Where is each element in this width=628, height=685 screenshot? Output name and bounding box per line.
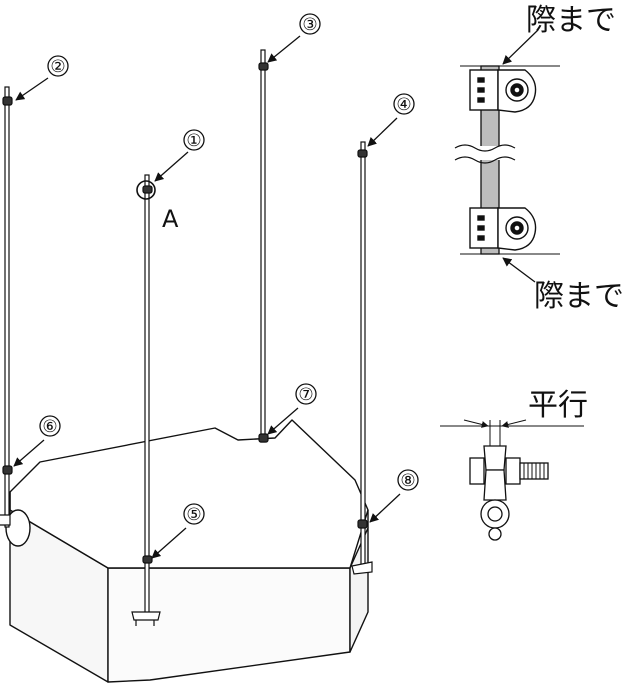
marker-8: ⑧ xyxy=(397,469,419,491)
marker-labels: ① ② ③ ④ ⑤ ⑥ ⑦ ⑧ xyxy=(39,13,419,525)
housing-box xyxy=(9,419,369,683)
marker-7-label: ⑦ xyxy=(298,385,313,405)
marker-1: ① xyxy=(183,129,205,151)
marker-4-label: ④ xyxy=(396,95,411,115)
detail-parallel-bolt: 平行 xyxy=(440,388,588,541)
marker-5: ⑤ xyxy=(183,503,205,525)
marker-7: ⑦ xyxy=(295,383,317,405)
marker-1-label: ① xyxy=(186,131,201,151)
detail-rod-clips: 際まで 際まで xyxy=(454,3,624,314)
rod-clips xyxy=(2,62,368,564)
rod-feet xyxy=(0,514,373,626)
parallel-label: 平行 xyxy=(528,388,588,423)
marker-2: ② xyxy=(47,55,69,77)
marker-arrows xyxy=(13,35,401,559)
marker-8-label: ⑧ xyxy=(400,471,415,491)
marker-3-label: ③ xyxy=(302,15,317,35)
highlight-circle-a xyxy=(136,180,156,200)
marker-5-label: ⑤ xyxy=(186,505,201,525)
marker-3: ③ xyxy=(299,13,321,35)
detail-clip-bottom xyxy=(469,207,537,251)
marker-6-label: ⑥ xyxy=(42,417,57,437)
detail-clip-top xyxy=(469,69,537,113)
marker-4: ④ xyxy=(393,93,415,115)
marker-6: ⑥ xyxy=(39,415,61,437)
detail-top-label: 際まで xyxy=(526,3,616,38)
detail-bottom-label: 際まで xyxy=(534,279,624,314)
marker-2-label: ② xyxy=(50,57,65,77)
detail-letter-a: A xyxy=(162,205,179,233)
cable-hole xyxy=(5,509,31,547)
